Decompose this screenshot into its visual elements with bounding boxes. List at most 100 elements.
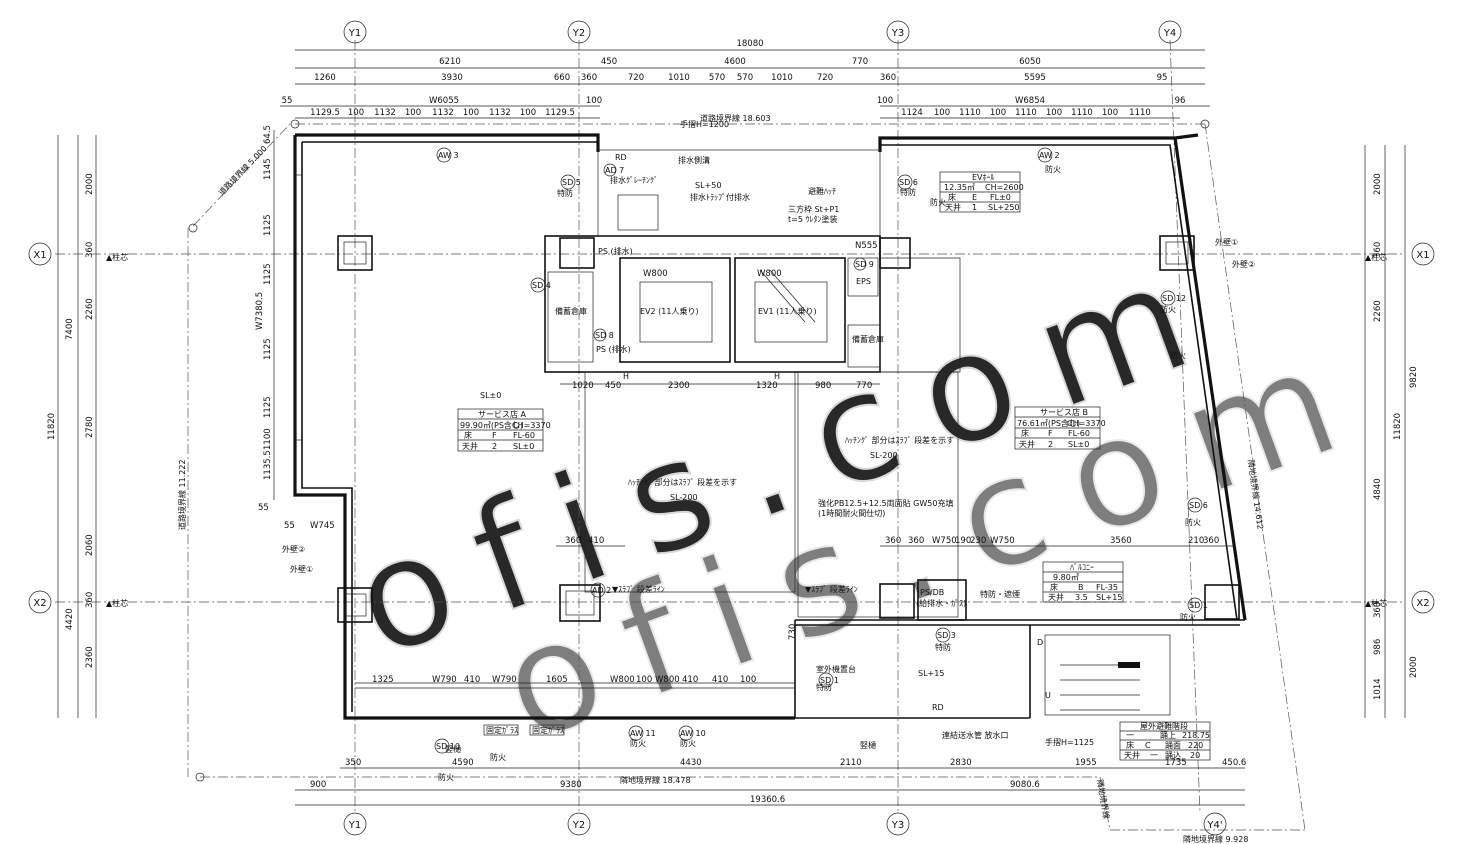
svg-text:55: 55 <box>284 521 295 531</box>
svg-text:2000: 2000 <box>85 173 95 195</box>
svg-text:天井: 天井 <box>1048 592 1064 602</box>
svg-text:190: 190 <box>955 536 971 546</box>
svg-text:道路境界線 11.222: 道路境界線 11.222 <box>177 459 187 530</box>
svg-text:踊込: 踊込 <box>1165 751 1181 760</box>
svg-text:100: 100 <box>877 96 893 106</box>
svg-text:730: 730 <box>788 624 798 640</box>
svg-text:W750: W750 <box>990 536 1015 546</box>
building-walls <box>293 133 1247 720</box>
svg-text:固定ｶﾞﾗｽ: 固定ｶﾞﾗｽ <box>486 725 518 735</box>
svg-text:450: 450 <box>605 381 621 391</box>
svg-text:9820: 9820 <box>1409 366 1419 388</box>
svg-text:360: 360 <box>908 536 924 546</box>
svg-text:100: 100 <box>990 108 1006 118</box>
svg-text:RD: RD <box>932 703 944 712</box>
svg-text:床: 床 <box>1021 428 1029 438</box>
grid-bubble-x2-left: X2 <box>28 590 52 614</box>
svg-text:55: 55 <box>282 96 293 106</box>
svg-text:SL-200: SL-200 <box>670 493 698 502</box>
svg-text:踊面: 踊面 <box>1165 741 1181 750</box>
windows <box>295 174 795 689</box>
svg-text:t=5 ｳﾚﾀﾝ塗装: t=5 ｳﾚﾀﾝ塗装 <box>788 214 837 224</box>
svg-text:AW 11: AW 11 <box>630 729 656 738</box>
svg-text:SL+15: SL+15 <box>1096 593 1122 602</box>
svg-text:Y4: Y4 <box>1163 28 1176 39</box>
svg-text:218.75: 218.75 <box>1182 731 1210 740</box>
svg-text:三方枠 St+P1: 三方枠 St+P1 <box>788 204 839 214</box>
svg-text:1325: 1325 <box>372 675 394 685</box>
grid-bubble-y2-bottom: Y2 <box>567 812 591 836</box>
svg-text:防火: 防火 <box>1170 350 1186 360</box>
top-dimensions: 18080 6210 450 4600 770 6050 1260 3930 6… <box>280 39 1210 119</box>
svg-text:防火: 防火 <box>490 752 506 762</box>
svg-text:一: 一 <box>1150 751 1158 760</box>
svg-text:手摺H=1125: 手摺H=1125 <box>1045 737 1094 747</box>
svg-text:FL-60: FL-60 <box>513 431 535 440</box>
door-tag: SD 8 <box>593 328 614 342</box>
door-tag: AW 10 <box>678 725 706 741</box>
svg-text:W790: W790 <box>432 675 457 685</box>
table-ev-hall: EVﾎｰﾙ 12.35㎡ CH=2600 床 E FL±0 天井 1 SL+25… <box>939 171 1024 213</box>
svg-text:3.5: 3.5 <box>1075 593 1088 602</box>
svg-text:100: 100 <box>934 108 950 118</box>
svg-text:W745: W745 <box>310 521 335 531</box>
svg-text:排水ﾄﾗｯﾌﾟ付排水: 排水ﾄﾗｯﾌﾟ付排水 <box>690 192 750 202</box>
svg-text:1014: 1014 <box>1373 678 1383 700</box>
svg-text:SL±0: SL±0 <box>513 442 534 451</box>
door-tags: AW 3 SD 5 SD 6 SD 4 AD 7 AW 2 SD 8 SD 9 … <box>434 147 1208 754</box>
svg-text:2260: 2260 <box>85 298 95 320</box>
svg-text:▲柱芯: ▲柱芯 <box>106 252 128 262</box>
svg-text:天井: 天井 <box>945 202 961 212</box>
svg-text:U: U <box>1045 691 1051 700</box>
svg-text:Y1: Y1 <box>348 28 361 39</box>
svg-text:▲柱芯: ▲柱芯 <box>1365 252 1387 262</box>
grid-bubble-y4: Y4 <box>1158 20 1182 44</box>
svg-text:210: 210 <box>1188 536 1204 546</box>
svg-text:9380: 9380 <box>560 780 582 790</box>
svg-text:96: 96 <box>1175 96 1186 106</box>
door-tag: SD 3 <box>935 627 956 643</box>
svg-text:H: H <box>623 372 629 381</box>
grid-bubble-y3-bottom: Y3 <box>886 812 910 836</box>
svg-text:2: 2 <box>492 442 497 451</box>
svg-text:W790: W790 <box>492 675 517 685</box>
watermark: ofis.com ofis.com <box>331 218 1390 777</box>
svg-text:1110: 1110 <box>959 108 981 118</box>
svg-text:EPS: EPS <box>856 277 871 286</box>
svg-text:5595: 5595 <box>1024 73 1046 83</box>
svg-text:CH=2600: CH=2600 <box>985 183 1024 192</box>
svg-text:天井: 天井 <box>462 441 478 451</box>
svg-text:770: 770 <box>852 57 868 67</box>
grid-bubble-y1: Y1 <box>343 20 367 44</box>
svg-text:6050: 6050 <box>1019 57 1041 67</box>
svg-text:特防: 特防 <box>900 187 916 197</box>
svg-text:SL±0: SL±0 <box>1068 440 1089 449</box>
svg-text:230: 230 <box>970 536 986 546</box>
svg-text:サービス店 B: サービス店 B <box>1040 407 1088 417</box>
svg-text:床: 床 <box>1050 582 1058 592</box>
svg-text:410: 410 <box>712 675 728 685</box>
svg-text:100: 100 <box>740 675 756 685</box>
svg-text:サービス店 A: サービス店 A <box>478 409 527 419</box>
svg-text:1124: 1124 <box>901 108 923 118</box>
svg-text:室外機置台: 室外機置台 <box>816 664 856 674</box>
svg-text:CH=3370: CH=3370 <box>512 421 551 430</box>
core <box>544 149 881 373</box>
grid-bubble-y1-bottom: Y1 <box>343 812 367 836</box>
svg-text:AW 2: AW 2 <box>1039 151 1060 160</box>
svg-text:SD 6: SD 6 <box>1189 501 1208 510</box>
svg-text:隣地境界線 9.928: 隣地境界線 9.928 <box>1183 834 1248 844</box>
svg-text:備蓄倉庫: 備蓄倉庫 <box>852 334 884 344</box>
svg-text:1110: 1110 <box>1071 108 1093 118</box>
svg-text:1735: 1735 <box>1165 758 1187 768</box>
svg-text:隣地境界線 18.478: 隣地境界線 18.478 <box>620 775 691 785</box>
svg-text:道路境界線 5.000: 道路境界線 5.000 <box>216 143 269 197</box>
svg-text:3560: 3560 <box>1110 536 1132 546</box>
svg-text:SD 12: SD 12 <box>1162 294 1186 303</box>
svg-text:防火: 防火 <box>680 738 696 748</box>
svg-text:2060: 2060 <box>85 534 95 556</box>
svg-text:2: 2 <box>1048 440 1053 449</box>
table-exterior-stair: 屋外避難階段 一 踊上 218.75 床 C 踊面 220 天井 一 踊込 20 <box>1119 721 1211 761</box>
svg-text:X2: X2 <box>33 598 46 609</box>
svg-text:4420: 4420 <box>65 608 75 630</box>
